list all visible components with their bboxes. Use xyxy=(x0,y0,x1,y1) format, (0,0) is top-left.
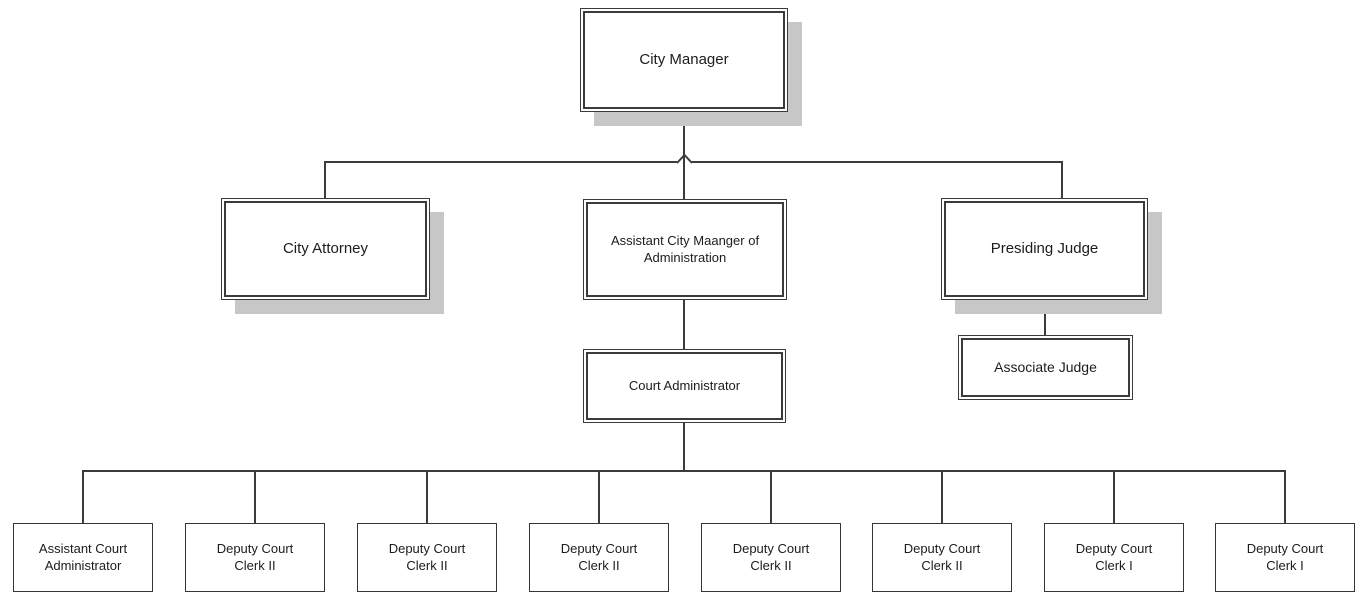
org-node-label: Deputy Court Clerk II xyxy=(903,541,981,573)
org-node-label: Assistant City Maanger of Administration xyxy=(610,233,760,265)
org-node-label: City Attorney xyxy=(282,239,369,257)
org-node-frame: City Manager xyxy=(583,11,785,109)
connector-line xyxy=(82,470,1286,523)
connector-line xyxy=(324,161,677,198)
org-node-deputy-court-clerk-ii-3: Deputy Court Clerk II xyxy=(529,523,669,592)
org-node-frame: Court Administrator xyxy=(586,352,783,420)
org-node-frame: Deputy Court Clerk II xyxy=(702,524,840,591)
org-node-frame: Deputy Court Clerk II xyxy=(873,524,1011,591)
org-node-associate-judge: Associate Judge xyxy=(958,335,1133,400)
org-node-deputy-court-clerk-i-2: Deputy Court Clerk I xyxy=(1215,523,1355,592)
org-node-frame: Deputy Court Clerk I xyxy=(1045,524,1183,591)
org-node-label: Deputy Court Clerk I xyxy=(1075,541,1153,573)
org-node-label: Deputy Court Clerk I xyxy=(1246,541,1324,573)
org-node-city-manager: City Manager xyxy=(580,8,788,112)
org-node-deputy-court-clerk-ii-4: Deputy Court Clerk II xyxy=(701,523,841,592)
org-node-frame: Presiding Judge xyxy=(944,201,1145,297)
org-node-court-administrator: Court Administrator xyxy=(583,349,786,423)
org-node-frame: Assistant City Maanger of Administration xyxy=(586,202,784,297)
org-node-label: City Manager xyxy=(639,50,729,68)
org-node-presiding-judge: Presiding Judge xyxy=(941,198,1148,300)
org-node-frame: Deputy Court Clerk I xyxy=(1216,524,1354,591)
org-node-label: Deputy Court Clerk II xyxy=(560,541,638,573)
org-node-frame: City Attorney xyxy=(224,201,427,297)
org-node-deputy-court-clerk-i-1: Deputy Court Clerk I xyxy=(1044,523,1184,592)
org-node-label: Deputy Court Clerk II xyxy=(216,541,294,573)
org-node-label: Deputy Court Clerk II xyxy=(732,541,810,573)
org-node-frame: Associate Judge xyxy=(961,338,1130,397)
org-node-label: Deputy Court Clerk II xyxy=(388,541,466,573)
org-node-assistant-city-manager-of-administration: Assistant City Maanger of Administration xyxy=(583,199,787,300)
org-node-frame: Deputy Court Clerk II xyxy=(358,524,496,591)
org-node-label: Presiding Judge xyxy=(990,239,1099,257)
connector-line xyxy=(692,161,1063,198)
org-node-deputy-court-clerk-ii-5: Deputy Court Clerk II xyxy=(872,523,1012,592)
connector-hop xyxy=(676,153,693,164)
org-node-label: Court Administrator xyxy=(628,377,741,393)
org-node-city-attorney: City Attorney xyxy=(221,198,430,300)
org-node-deputy-court-clerk-ii-1: Deputy Court Clerk II xyxy=(185,523,325,592)
org-node-frame: Deputy Court Clerk II xyxy=(186,524,324,591)
org-node-frame: Deputy Court Clerk II xyxy=(530,524,668,591)
org-node-label: Assistant Court Administrator xyxy=(38,541,128,573)
org-node-frame: Assistant Court Administrator xyxy=(14,524,152,591)
org-node-label: Associate Judge xyxy=(994,358,1097,375)
org-node-deputy-court-clerk-ii-2: Deputy Court Clerk II xyxy=(357,523,497,592)
org-node-assistant-court-administrator: Assistant Court Administrator xyxy=(13,523,153,592)
